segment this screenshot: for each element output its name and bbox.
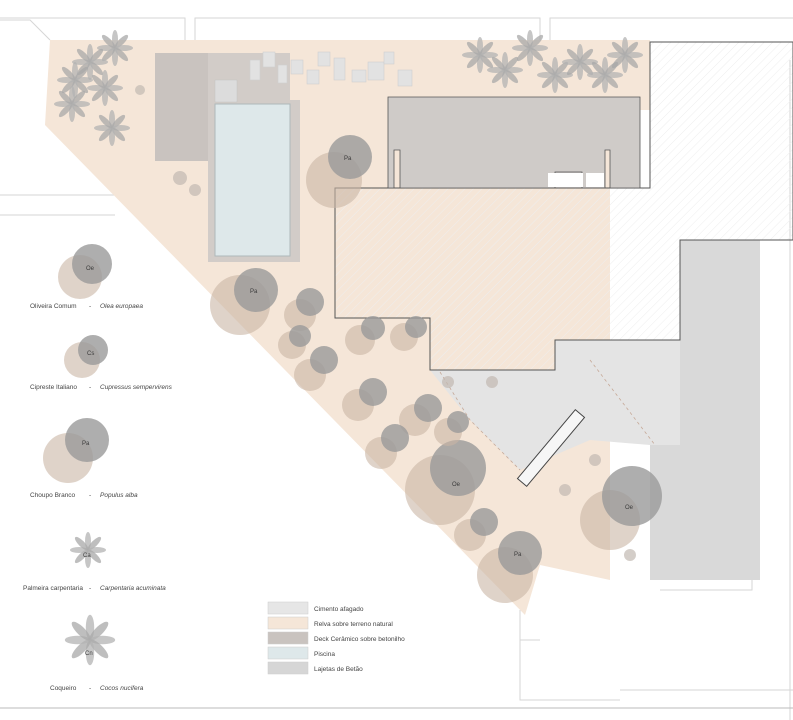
species-legend: Oe Oliveira Comum - Olea europaea Cs Cip…: [23, 244, 173, 692]
pool-steps: [214, 79, 238, 103]
species-common-name: Oliveira Comum: [30, 303, 77, 310]
svg-text:Oe: Oe: [625, 505, 634, 511]
covered-terrace: [387, 96, 641, 189]
coconut-palm-icon: Cn: [64, 614, 116, 666]
species-latin-name: Cocos nucifera: [100, 685, 144, 692]
svg-text:Pa: Pa: [250, 289, 258, 295]
species-common-name: Palmeira carpentaria: [23, 585, 83, 592]
dashed-edges: [439, 359, 656, 471]
species-separator: -: [89, 585, 91, 592]
trees: Pa Pa Pa Oe Oe: [54, 30, 662, 603]
species-common-name: Cipreste Italiano: [30, 384, 77, 391]
species-latin-name: Olea europaea: [100, 303, 143, 310]
species-separator: -: [89, 384, 91, 391]
terrace-opening-2: [586, 173, 604, 187]
species-code: Cs: [87, 351, 94, 357]
species-latin-name: Populus alba: [100, 492, 138, 499]
poplar-tree: Pa: [477, 531, 542, 603]
species-code: Cn: [85, 651, 93, 657]
species-code: Pa: [82, 441, 90, 447]
legend-swatch: [267, 601, 309, 615]
species-common-name: Choupo Branco: [30, 492, 76, 499]
legend-label: Deck Cerâmico sobre betonilho: [314, 636, 405, 643]
species-separator: -: [89, 303, 91, 310]
svg-text:Pa: Pa: [344, 156, 352, 162]
cement-paving-right: [650, 240, 760, 580]
stepping-stones: [249, 51, 413, 87]
legend-swatch: [267, 661, 309, 675]
legend-label: Lajetas de Betão: [314, 666, 363, 673]
species-latin-name: Carpentaria acuminata: [100, 585, 166, 592]
svg-text:Oe: Oe: [452, 482, 461, 488]
shrubs: [135, 85, 636, 561]
legend-label: Relva sobre terreno natural: [314, 621, 393, 628]
species-code: Ca: [83, 553, 91, 559]
legend-swatch: [267, 631, 309, 645]
species-code: Oe: [86, 266, 95, 272]
species-separator: -: [89, 685, 91, 692]
cypress-tree-icon: Cs: [64, 335, 108, 378]
species-common-name: Coqueiro: [50, 685, 77, 692]
olive-tree-icon: Oe: [58, 244, 112, 299]
bench: [516, 408, 586, 488]
legend-label: Piscina: [314, 651, 335, 658]
ceramic-deck: [155, 53, 215, 161]
species-separator: -: [89, 492, 91, 499]
cypress-trees: [278, 288, 498, 551]
poplar-tree: Pa: [306, 135, 372, 208]
poplar-tree: Pa: [210, 268, 278, 335]
species-latin-name: Cupressus sempervirens: [100, 384, 173, 391]
building-footprint[interactable]: [334, 41, 793, 371]
olive-tree: Oe: [405, 440, 486, 525]
legend-label: Cimento afagado: [314, 606, 364, 613]
svg-text:Pa: Pa: [514, 552, 522, 558]
swimming-pool: [214, 103, 291, 257]
poplar-tree-icon: Pa: [43, 418, 109, 483]
terrace-opening: [548, 173, 583, 187]
legend-swatch: [267, 646, 309, 660]
olive-tree: Oe: [580, 466, 662, 550]
legend-swatch: [267, 616, 309, 630]
palm-tree-icon: Ca: [70, 532, 106, 568]
materials-legend: Cimento afagado Relva sobre terreno natu…: [267, 601, 405, 675]
